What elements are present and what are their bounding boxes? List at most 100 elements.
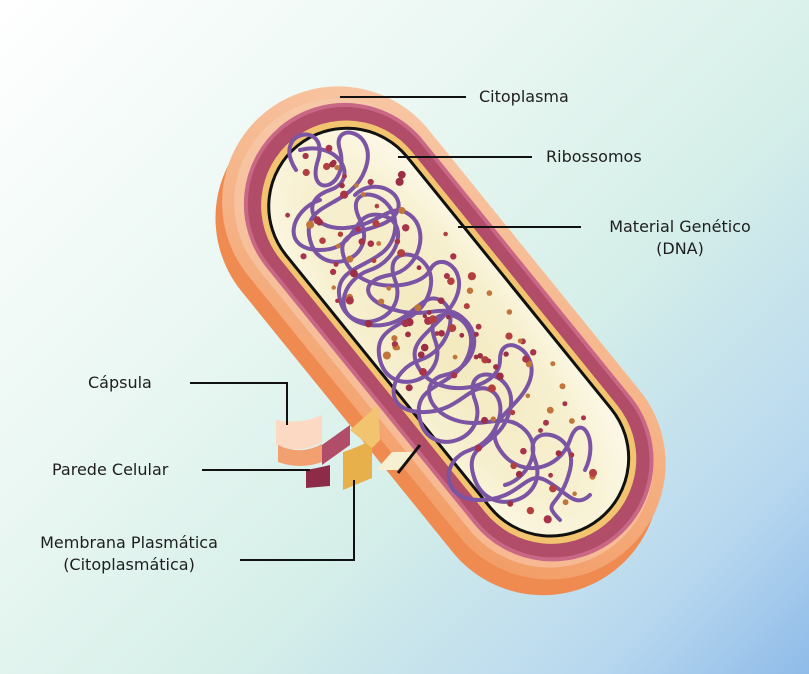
ribosome-dot [549, 484, 557, 493]
label-material-genetico-line1: Material Genético [609, 217, 751, 236]
ribosome-dot [405, 384, 413, 392]
ribosome-dot [333, 261, 339, 267]
ribosome-dot [342, 173, 347, 179]
ribosome-dot [487, 384, 496, 393]
ribosome-dot [538, 428, 543, 433]
ribosome-dot [331, 285, 336, 290]
ribosome-dot [395, 345, 401, 351]
ribosome-dot [374, 203, 380, 209]
ribosome-dot [285, 212, 290, 218]
ribosome-dot [350, 269, 358, 278]
ribosome-dot [496, 372, 504, 380]
ribosome-dot [452, 354, 458, 360]
ribosome-dot [401, 319, 410, 328]
ribosome-dot [378, 298, 385, 305]
ribosome-dot [526, 506, 535, 515]
ribosome-dot [428, 315, 437, 324]
ribosome-dot [569, 418, 575, 424]
ribosome-dot [522, 355, 530, 363]
ribosome-dot [548, 472, 553, 478]
ribosome-dot [386, 285, 392, 291]
ribosome-dot [402, 224, 410, 232]
ribosome-dot [394, 238, 401, 245]
ribosome-dot [459, 332, 465, 338]
ribosome-dot [493, 364, 499, 370]
label-capsula: Cápsula [88, 373, 152, 392]
ribosome-dot [367, 178, 374, 186]
ribosome-dot [382, 351, 391, 360]
ribosome-dot [395, 177, 404, 186]
ribosome-dot [330, 268, 337, 275]
ribosome-dot [414, 304, 422, 312]
ribosome-dot [354, 183, 359, 188]
ribosome-dot [397, 249, 406, 258]
ribosome-dot [325, 144, 333, 152]
ribosome-dot [302, 152, 309, 160]
ribosome-dot [473, 331, 479, 337]
ribosome-dot [450, 372, 458, 379]
ribosome-dot [520, 447, 527, 455]
label-membrana-line1: Membrana Plasmática [40, 533, 218, 552]
ribosome-dot [434, 331, 440, 336]
ribosome-dot [360, 192, 366, 197]
label-citoplasma: Citoplasma [479, 87, 569, 106]
ribosome-dot [474, 444, 482, 452]
ribosome-dot [463, 303, 470, 310]
ribosome-dot [517, 338, 523, 344]
ribosome-dot [543, 515, 552, 524]
ribosome-dot [509, 409, 516, 416]
ribosome-dot [302, 168, 310, 177]
ribosome-dot [490, 416, 496, 422]
ribosome-dot [376, 241, 382, 246]
ribosome-dot [391, 341, 398, 348]
label-parede-celular: Parede Celular [52, 460, 169, 479]
ribosome-dot [335, 298, 340, 303]
ribosomes [285, 144, 597, 524]
ribosome-dot [525, 393, 531, 399]
ribosome-dot [581, 415, 586, 421]
label-material-genetico-line2: (DNA) [656, 239, 704, 258]
ribosome-dot [562, 499, 569, 506]
ribosome-dot [316, 218, 323, 226]
ribosome-dot [422, 313, 427, 319]
ribosome-dot [486, 290, 493, 296]
ribosome-dot [530, 349, 537, 356]
ribosome-dot [572, 491, 577, 497]
ribosome-dot [371, 258, 377, 264]
ribosome-dot [340, 190, 349, 199]
ribosome-dot [503, 351, 509, 357]
ribosome-dot [475, 323, 482, 330]
ribosome-dot [419, 368, 427, 376]
ribosome-dot [559, 383, 566, 390]
ribosome-dot [525, 360, 533, 368]
ribosome-dot [438, 330, 445, 337]
ribosome-dot [300, 253, 307, 260]
ribosome-dot [358, 238, 366, 246]
ribosome-dot [467, 272, 476, 281]
ribosome-dot [398, 207, 406, 214]
ribosome-dot [355, 226, 362, 232]
ribosome-dot [334, 164, 340, 171]
ribosome-dot [339, 182, 345, 189]
ribosome-dot [367, 240, 375, 247]
ribosome-dot [505, 332, 513, 340]
ribosome-dot [417, 351, 425, 359]
ribosome-dot [416, 265, 422, 271]
ribosome-dot [391, 335, 398, 342]
ribosome-dot [443, 273, 450, 279]
label-membrana-line2: (Citoplasmática) [63, 555, 195, 574]
ribosome-dot [562, 401, 568, 407]
ribosome-dot [420, 343, 429, 352]
ribosome-dot [330, 159, 337, 166]
ribosome-dot [397, 170, 406, 179]
ribosome-dot [323, 162, 331, 171]
ribosome-dot [319, 237, 326, 244]
ribosome-dot [346, 255, 354, 263]
ribosome-dot [372, 219, 380, 228]
ribosome-dot [510, 462, 517, 470]
ribosome-dot [546, 406, 554, 414]
ribosome-dot [589, 468, 597, 477]
ribosome-dot [337, 231, 344, 237]
ribosome-dot [364, 320, 373, 328]
